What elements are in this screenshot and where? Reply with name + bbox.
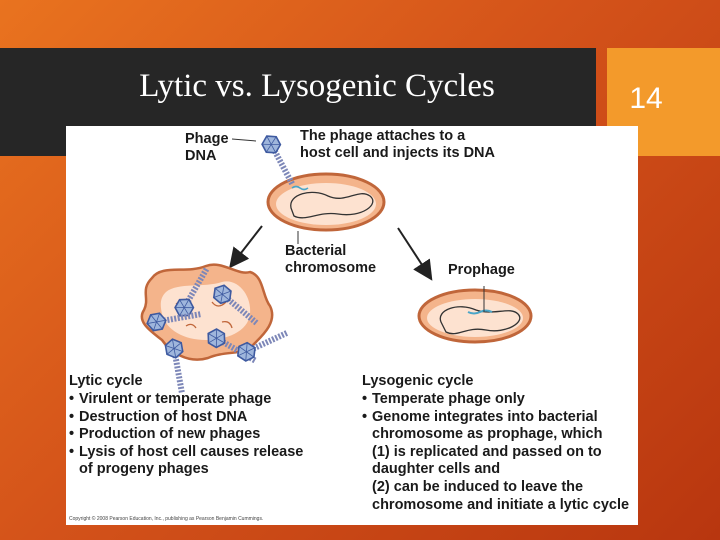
diagram-graphics xyxy=(140,126,533,525)
lytic-list: Virulent or temperate phage Destruction … xyxy=(69,391,303,479)
lytic-item: Destruction of host DNA xyxy=(69,409,303,427)
prophage-host-cell xyxy=(417,286,533,344)
prophage-label: Prophage xyxy=(448,262,515,278)
copyright-notice: Copyright © 2008 Pearson Education, Inc.… xyxy=(69,516,264,522)
lysogenic-heading: Lysogenic cycle xyxy=(362,373,474,389)
attach-label: The phage attaches to a host cell and in… xyxy=(300,128,495,161)
lytic-item: Virulent or temperate phage xyxy=(69,391,303,409)
lytic-heading: Lytic cycle xyxy=(69,373,143,389)
lysogenic-list: Temperate phage only Genome integrates i… xyxy=(362,391,629,514)
host-cell-top xyxy=(266,172,386,232)
lysogenic-item: Temperate phage only xyxy=(362,391,629,409)
lysogenic-item: Genome integrates into bacterial chromos… xyxy=(362,409,629,515)
lytic-item: Production of new phages xyxy=(69,426,303,444)
phage-dna-label: Phage DNA xyxy=(185,131,229,164)
phage-cycle-figure: Phage DNA The phage attaches to a host c… xyxy=(66,126,638,525)
slide-title: Lytic vs. Lysogenic Cycles xyxy=(139,68,495,104)
lytic-item: Lysis of host cell causes release of pro… xyxy=(69,444,303,479)
arrow-to-lysogenic xyxy=(397,227,433,281)
arrow-to-lytic xyxy=(229,225,263,269)
bacterial-chromosome-label: Bacterial chromosome xyxy=(285,243,377,276)
phage-dna-pointer xyxy=(231,138,257,142)
slide-number: 14 xyxy=(629,82,663,115)
